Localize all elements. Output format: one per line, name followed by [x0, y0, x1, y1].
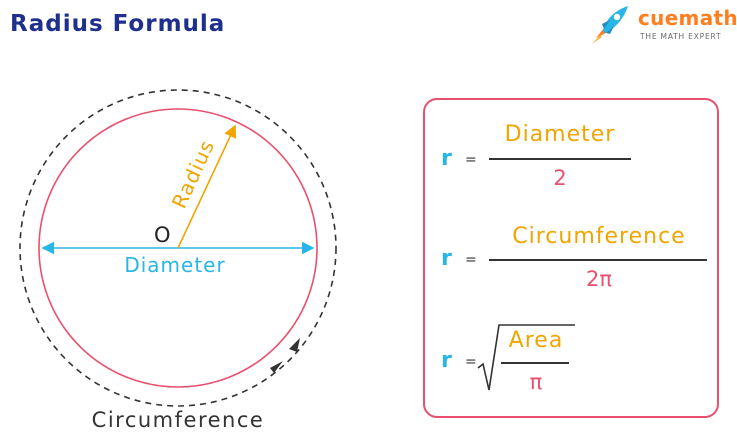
center-label: O	[154, 223, 171, 247]
formula-numerator: Area	[508, 328, 564, 353]
rocket-icon	[592, 6, 628, 44]
radius-label: Radius	[167, 136, 220, 212]
circle-diagram: O Radius Diameter	[19, 89, 337, 407]
page-title: Radius Formula	[10, 11, 226, 37]
formula-numerator: Diameter	[504, 122, 616, 147]
main-circle	[38, 108, 318, 388]
brand-logo: cuemath THE MATH EXPERT	[588, 2, 737, 50]
formula-numerator: Circumference	[512, 224, 686, 249]
formula-variable: r	[441, 348, 452, 373]
formula-variable: r	[441, 246, 452, 271]
circumference-dashed-circle	[19, 89, 337, 407]
square-root-sign	[477, 324, 575, 391]
fraction-bar	[489, 158, 631, 160]
formula-denominator: 2	[553, 166, 567, 190]
formula-variable: r	[441, 146, 452, 171]
circumference-arrow-2	[270, 361, 283, 373]
formula-denominator: 2π	[585, 267, 612, 291]
formula-box: r = Diameter 2 r = Circumference 2π r = …	[423, 98, 719, 418]
brand-tagline: THE MATH EXPERT	[640, 32, 722, 41]
circumference-caption: Circumference	[91, 408, 265, 432]
circumference-arrow-1	[289, 338, 300, 352]
formula-denominator: π	[529, 370, 543, 394]
brand-name: cuemath	[638, 6, 737, 30]
fraction-bar	[489, 259, 707, 261]
radius-line	[177, 124, 237, 249]
formula-equals: =	[465, 152, 477, 168]
diameter-label: Diameter	[124, 253, 225, 277]
fraction-bar	[501, 362, 569, 364]
formula-equals: =	[465, 252, 477, 268]
formula-equals: =	[465, 354, 477, 370]
